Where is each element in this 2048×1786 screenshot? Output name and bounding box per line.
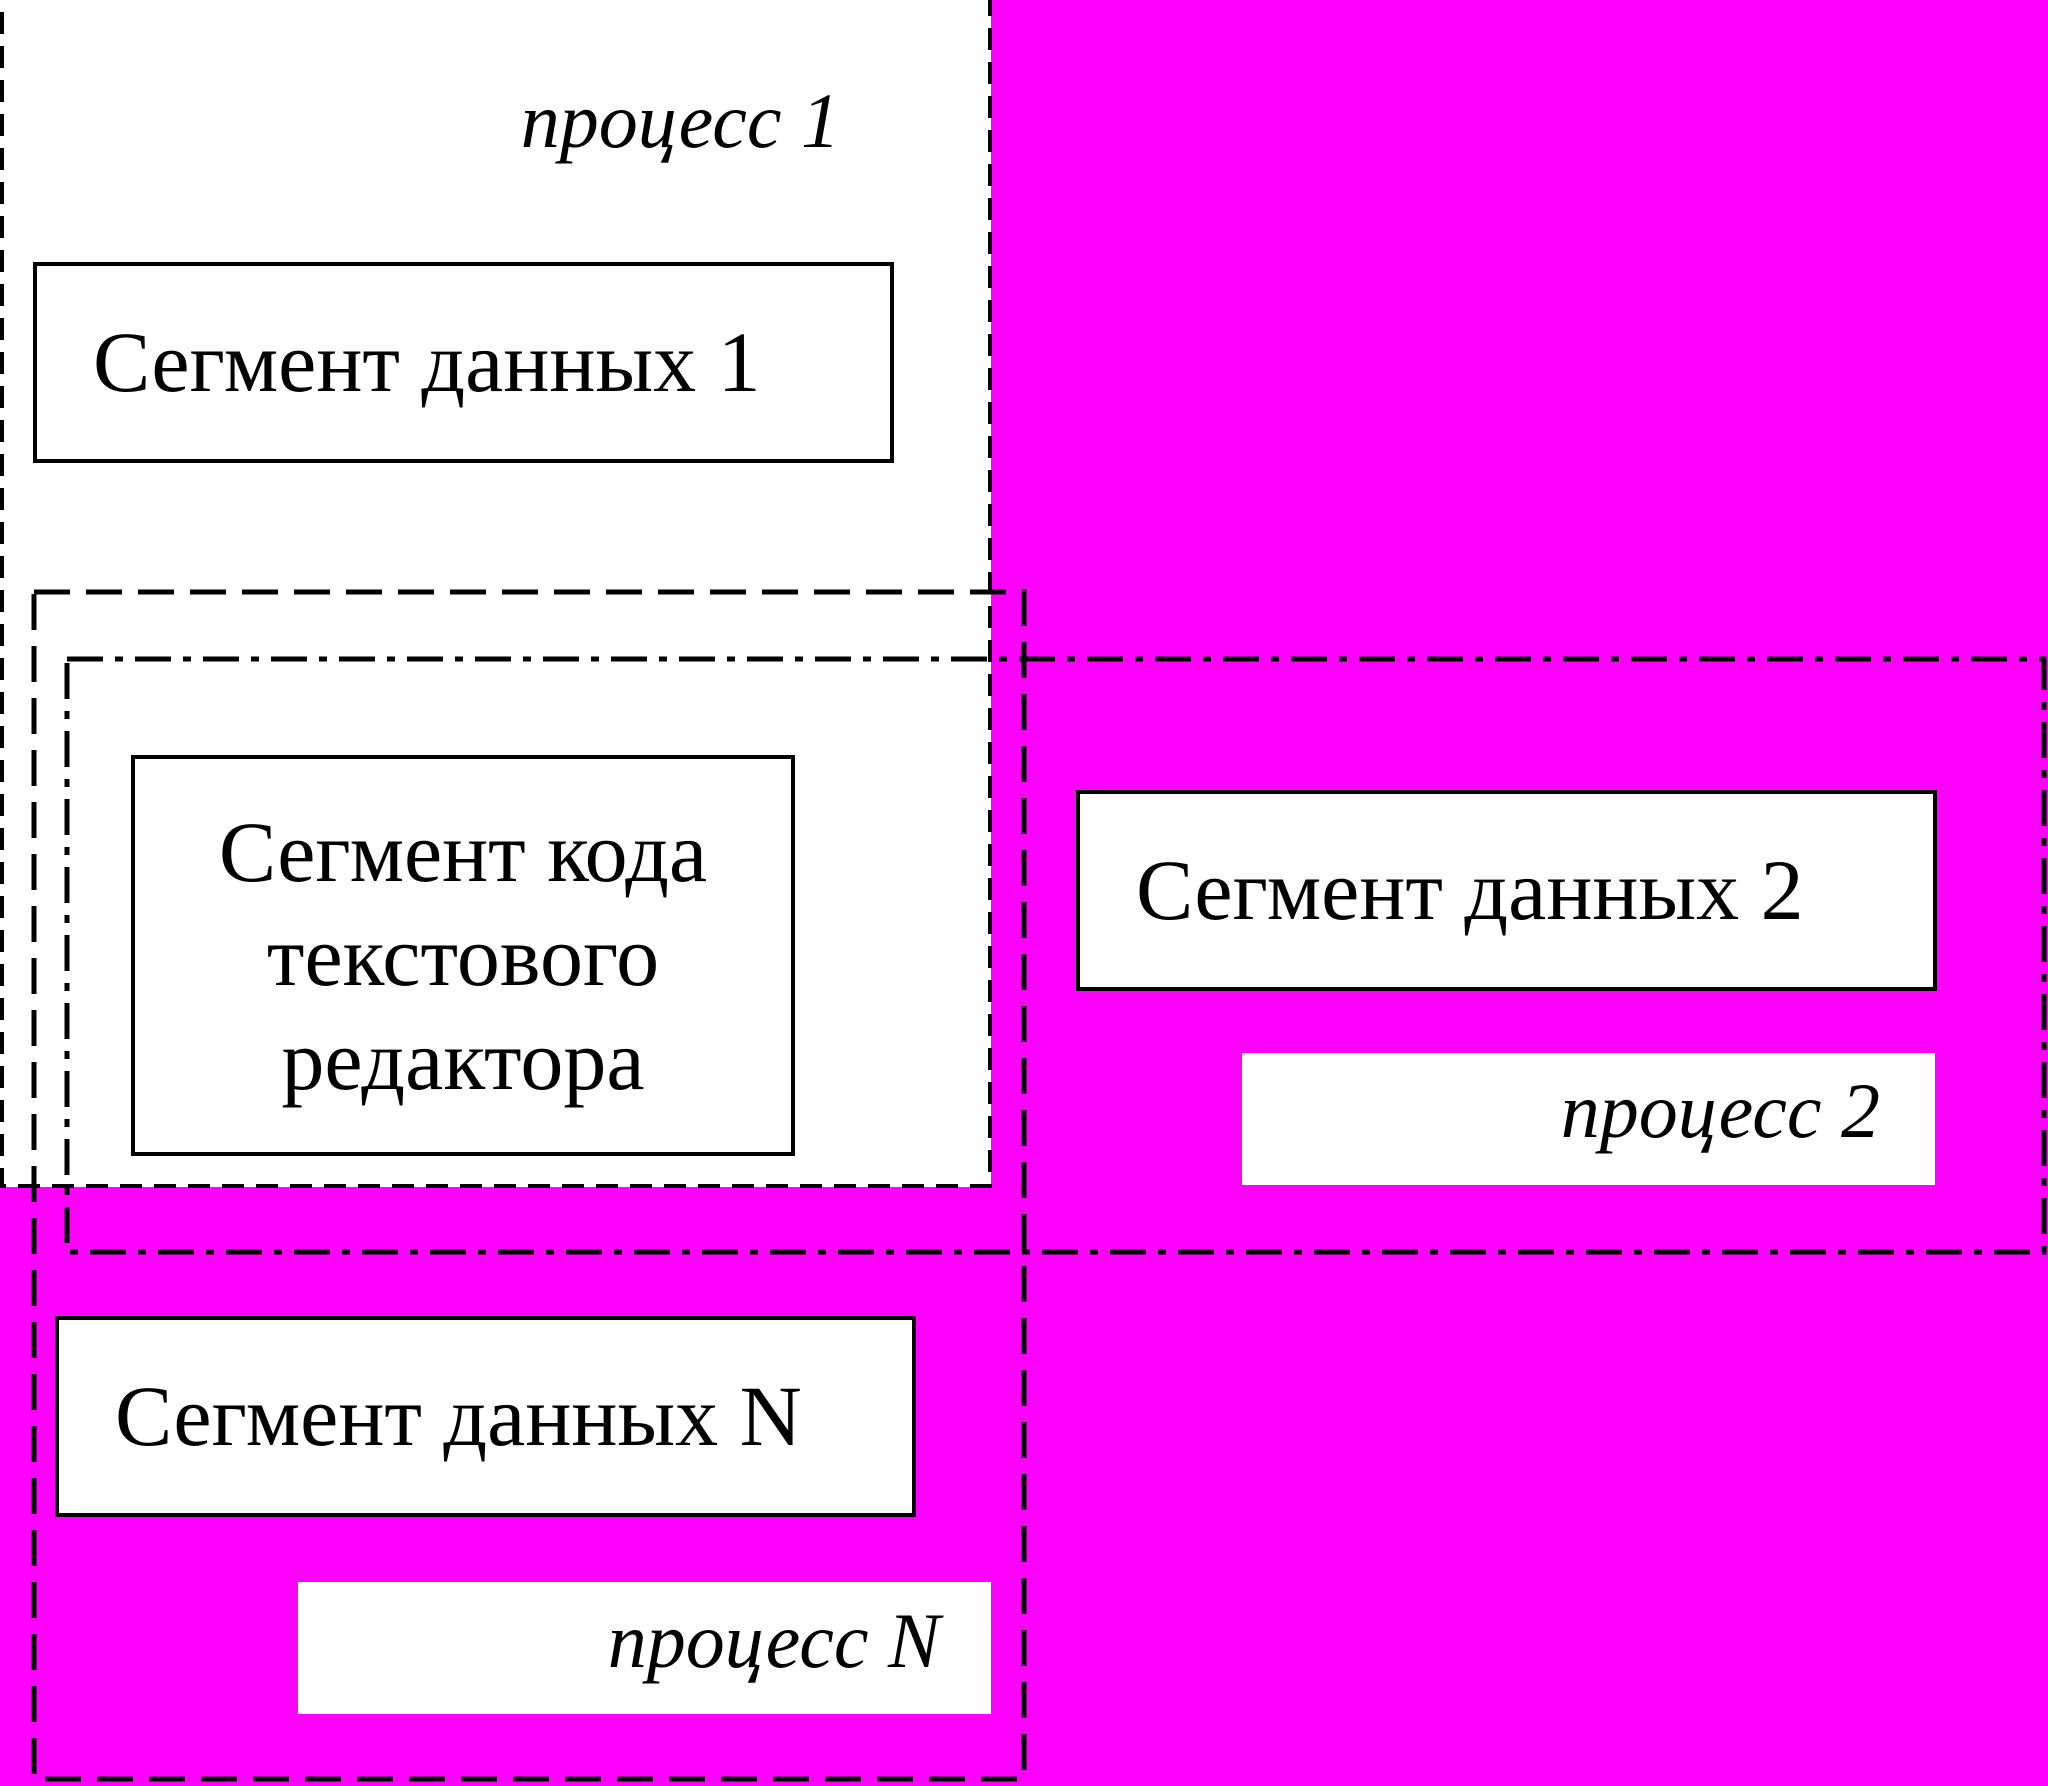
- process-1-label: процесс 1: [520, 77, 840, 164]
- data-segment-2: Сегмент данных 2: [1076, 790, 1937, 991]
- data-segment-1: Сегмент данных 1: [33, 262, 894, 463]
- process-2-label: процесс 2: [1560, 1067, 1880, 1154]
- process-n-label: процесс N: [607, 1597, 940, 1684]
- code-segment-text-editor: Сегмент кода текстового редактора: [131, 755, 795, 1156]
- code-segment-line-2: текстового: [266, 907, 660, 1004]
- data-segment-n-label: Сегмент данных N: [115, 1367, 802, 1464]
- code-segment-line-1: Сегмент кода: [218, 803, 708, 900]
- data-segment-1-label: Сегмент данных 1: [93, 313, 761, 410]
- data-segment-2-label: Сегмент данных 2: [1136, 841, 1804, 938]
- code-segment-line-3: редактора: [281, 1011, 645, 1108]
- data-segment-n: Сегмент данных N: [55, 1316, 916, 1517]
